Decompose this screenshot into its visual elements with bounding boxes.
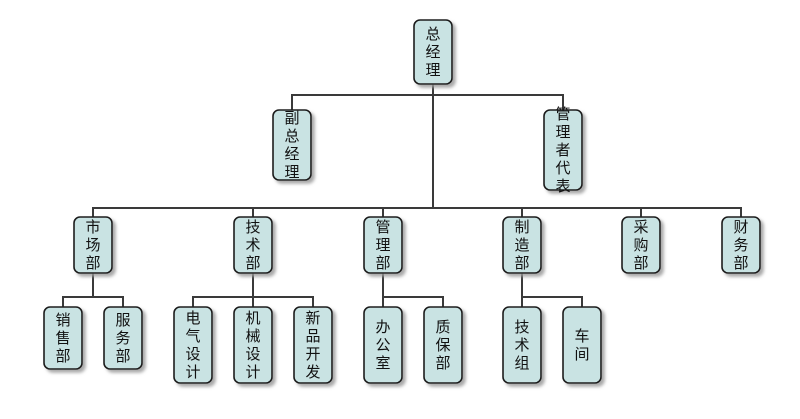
node-label: 管理部 (375, 218, 390, 272)
node-box (721, 216, 761, 274)
node-box (621, 216, 661, 274)
node-workshop: 车间 (562, 306, 602, 384)
node-label: 机械设计 (245, 309, 260, 381)
node-label: 采购部 (633, 218, 648, 272)
node-new-product: 新品开发 (293, 306, 333, 384)
node-label: 电气设计 (185, 309, 200, 381)
node-qa: 质保部 (423, 306, 463, 384)
node-box (103, 306, 143, 370)
node-manufacturing: 制造部 (502, 216, 542, 274)
node-label: 管理者代表 (555, 105, 570, 195)
node-box (173, 306, 213, 384)
node-label: 车间 (574, 327, 589, 363)
node-label: 技术部 (245, 218, 260, 272)
node-market: 市场部 (73, 216, 113, 274)
node-label: 财务部 (733, 218, 748, 272)
node-tech-group: 技术组 (502, 306, 542, 384)
node-box (43, 306, 83, 370)
node-box (233, 306, 273, 384)
node-label: 总经理 (425, 25, 440, 79)
node-label: 质保部 (435, 318, 450, 372)
node-box (272, 109, 312, 181)
node-mgmt-rep: 管理者代表 (543, 105, 583, 195)
node-purchasing: 采购部 (621, 216, 661, 274)
node-box (233, 216, 273, 274)
node-label: 副总经理 (284, 109, 299, 181)
node-box (502, 216, 542, 274)
node-label: 技术组 (514, 318, 529, 372)
node-tech: 技术部 (233, 216, 273, 274)
node-label: 新品开发 (305, 309, 320, 381)
node-box (363, 216, 403, 274)
node-box (363, 306, 403, 384)
node-label: 服务部 (115, 311, 130, 365)
node-box (562, 306, 602, 384)
node-label: 市场部 (85, 218, 100, 272)
node-box (543, 109, 583, 191)
node-label: 办公室 (375, 318, 390, 372)
connectors (62, 83, 742, 308)
node-vgm: 副总经理 (272, 109, 312, 181)
node-gm: 总经理 (413, 19, 453, 85)
node-label: 销售部 (55, 311, 70, 365)
node-finance: 财务部 (721, 216, 761, 274)
node-box (413, 19, 453, 85)
node-manage: 管理部 (363, 216, 403, 274)
node-box (73, 216, 113, 274)
node-mech-design: 机械设计 (233, 306, 273, 384)
node-box (423, 306, 463, 384)
node-sales: 销售部 (43, 306, 83, 370)
node-box (293, 306, 333, 384)
node-elec-design: 电气设计 (173, 306, 213, 384)
node-service: 服务部 (103, 306, 143, 370)
node-box (502, 306, 542, 384)
node-office: 办公室 (363, 306, 403, 384)
node-label: 制造部 (514, 218, 529, 272)
